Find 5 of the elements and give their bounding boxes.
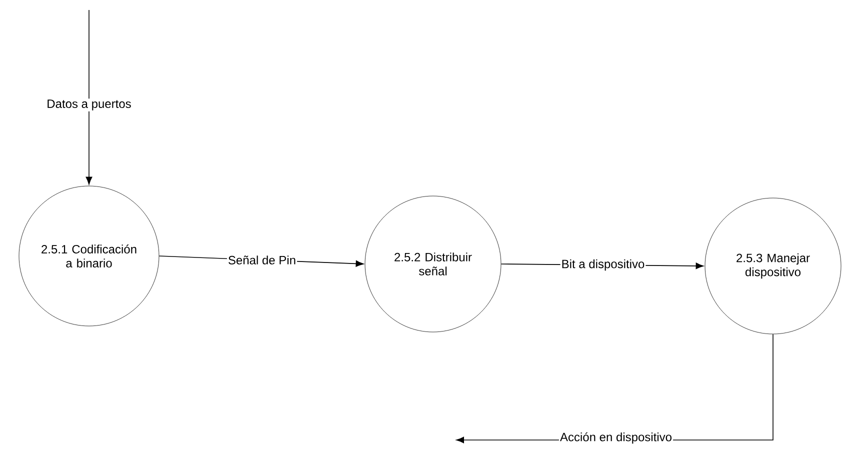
edge-label: Acción en dispositivo: [558, 431, 674, 445]
edge-label: Datos a puertos: [46, 98, 132, 112]
arrow: [86, 10, 92, 185]
edge-label: Señal de Pin: [226, 254, 298, 266]
edge-label: Bit a dispositivo: [560, 258, 646, 272]
